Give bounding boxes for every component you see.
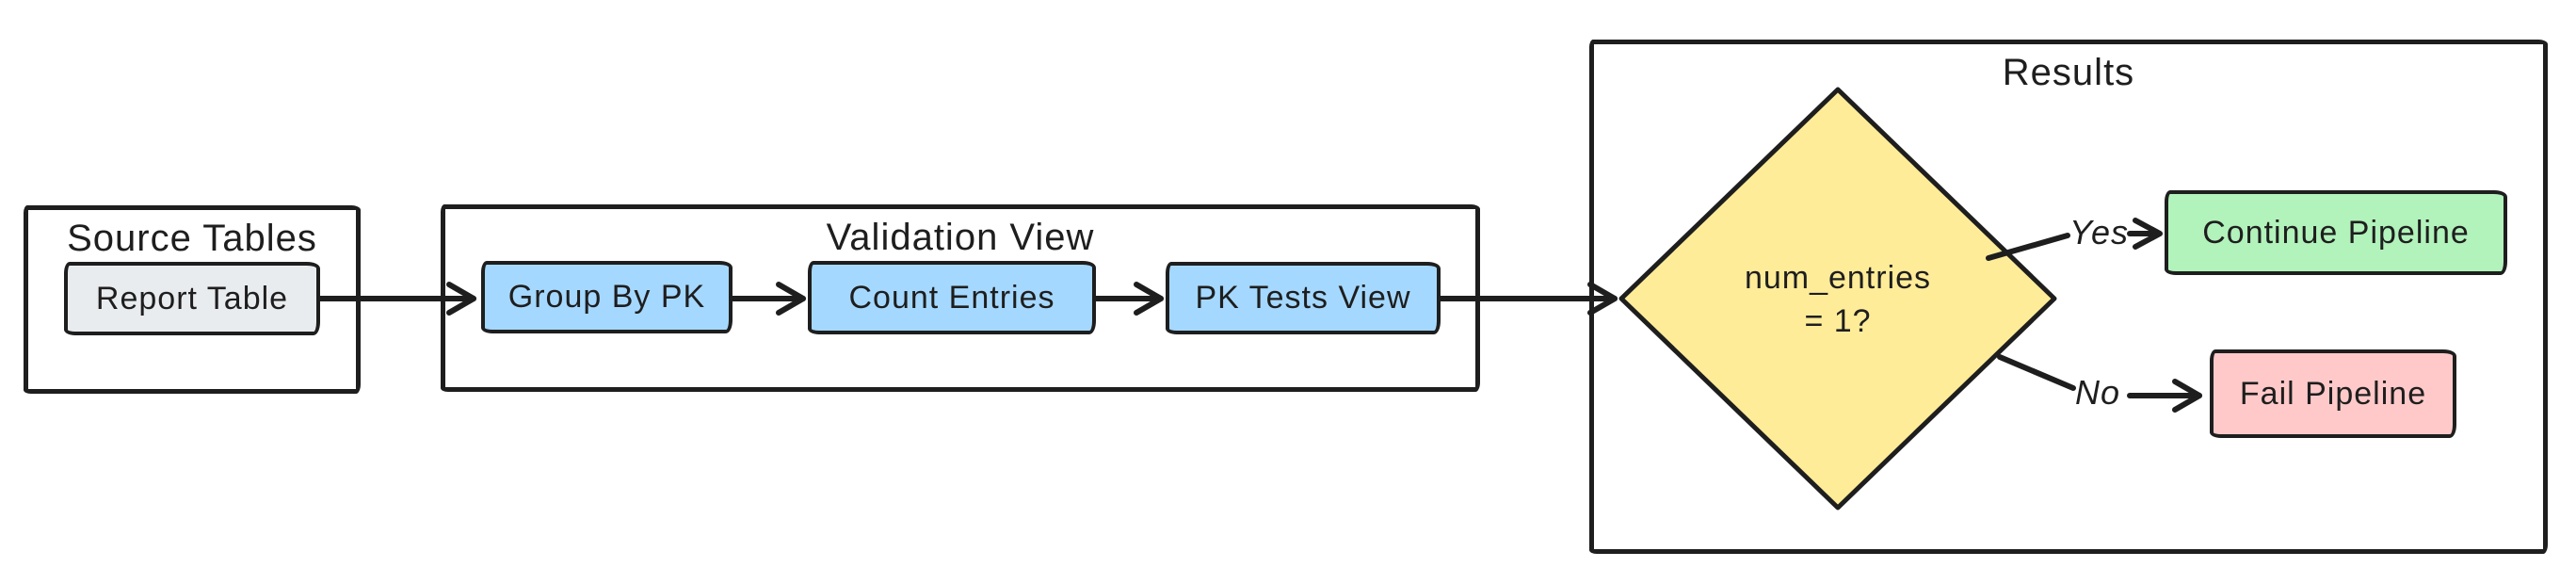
decision-diamond-shape [1618, 87, 2057, 511]
arrow-groupby-to-count-head [776, 282, 806, 316]
decision-diamond-label: num_entries = 1? [1697, 256, 1979, 343]
arrow-count-to-pktests-head [1134, 282, 1164, 316]
node-label-continue-pipeline: Continue Pipeline [2202, 214, 2470, 251]
node-pk-tests-view: PK Tests View [1166, 262, 1441, 334]
decision-label-line1: num_entries [1744, 260, 1932, 296]
decision-label-line2: = 1? [1804, 303, 1872, 339]
edge-label-no: No [2075, 373, 2121, 412]
arrow-no-head [2172, 379, 2202, 413]
node-report-table: Report Table [64, 262, 320, 335]
arrow-report-to-groupby-head [446, 282, 476, 316]
group-title-results: Results [2002, 52, 2135, 93]
node-label-report-table: Report Table [95, 280, 289, 316]
node-label-fail-pipeline: Fail Pipeline [2239, 375, 2427, 412]
node-count-entries: Count Entries [808, 261, 1096, 334]
node-label-pk-tests-view: PK Tests View [1195, 280, 1411, 316]
node-label-count-entries: Count Entries [848, 279, 1055, 316]
group-title-validation-view: Validation View [826, 217, 1095, 258]
edge-label-yes: Yes [2069, 213, 2130, 251]
node-group-by-pk: Group By PK [481, 261, 733, 333]
node-label-group-by-pk: Group By PK [507, 279, 706, 315]
node-continue-pipeline: Continue Pipeline [2165, 190, 2507, 275]
arrow-yes-diagonal [1986, 233, 2070, 261]
arrow-yes-head [2133, 218, 2163, 250]
arrow-pktests-to-decision-head [1587, 282, 1618, 316]
arrow-no-diagonal [1997, 354, 2076, 391]
node-fail-pipeline: Fail Pipeline [2210, 349, 2456, 438]
group-title-source-tables: Source Tables [67, 218, 317, 259]
group-source-tables: Source Tables [24, 205, 361, 394]
